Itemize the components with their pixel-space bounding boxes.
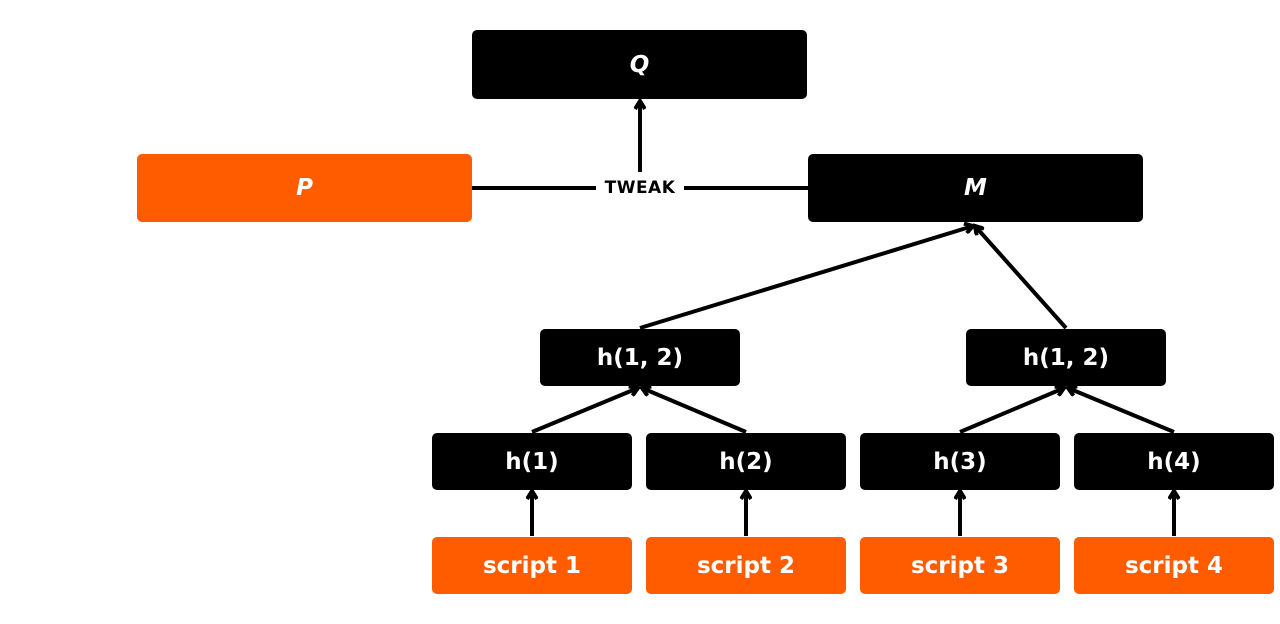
arrow-h3-to-branch-right	[959, 388, 1064, 434]
node-q: Q	[472, 30, 807, 99]
arrow-h2-to-branch-left	[642, 388, 747, 434]
node-script-2: script 2	[646, 537, 846, 594]
node-leaf-3: h(3)	[860, 433, 1060, 490]
arrow-branch-left-to-m	[639, 226, 973, 330]
arrow-branch-right-to-m	[975, 226, 1068, 330]
tweak-label: TWEAK	[596, 176, 684, 200]
arrow-h4-to-branch-right	[1068, 388, 1175, 434]
node-branch-right: h(1, 2)	[966, 329, 1166, 386]
node-script-1: script 1	[432, 537, 632, 594]
node-leaf-1: h(1)	[432, 433, 632, 490]
node-leaf-2: h(2)	[646, 433, 846, 490]
node-m: M	[808, 154, 1143, 222]
node-branch-left: h(1, 2)	[540, 329, 740, 386]
node-script-3: script 3	[860, 537, 1060, 594]
node-leaf-4: h(4)	[1074, 433, 1274, 490]
arrow-h1-to-branch-left	[531, 388, 638, 434]
node-p: P	[137, 154, 472, 222]
node-script-4: script 4	[1074, 537, 1274, 594]
